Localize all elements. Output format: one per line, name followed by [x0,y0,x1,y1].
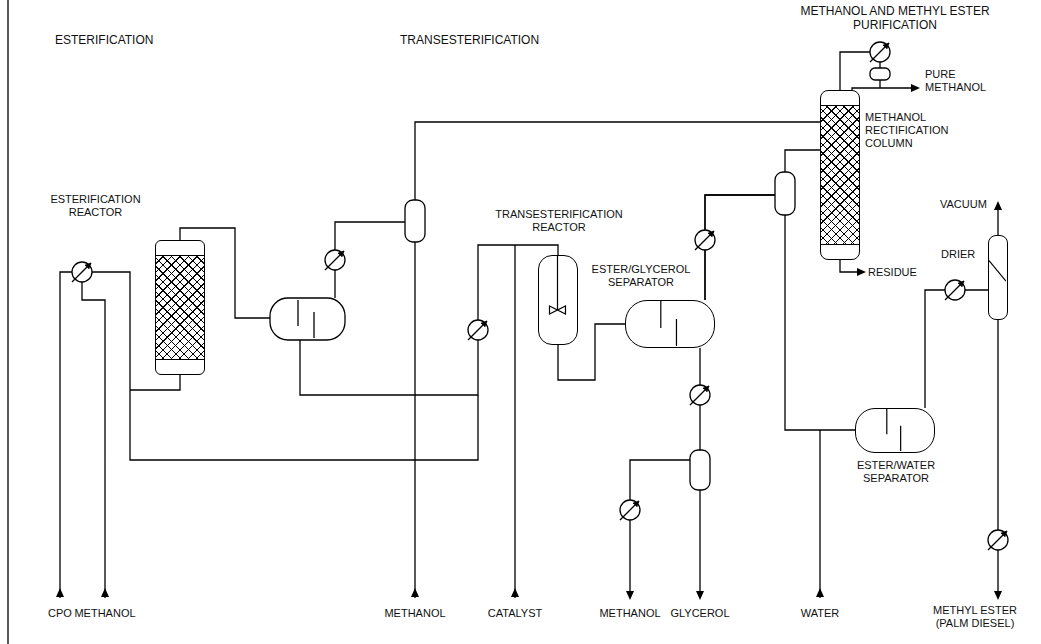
stream-label: GLYCEROL [668,607,732,620]
stirrer-blade [550,306,566,314]
flash-drum [775,172,795,215]
packing-hatch [156,255,204,360]
heat-exchanger-arrow [620,501,639,520]
stream-label: WATER [795,607,845,620]
heat-exchanger-arrow [690,386,709,405]
heat-exchanger-arrow [695,231,714,250]
esterification-reactor: ESTERIFICATION REACTOR [155,240,205,375]
process-stream [180,228,558,395]
drier-vessel: DRIER [988,235,1008,320]
flow-arrowhead [56,84,1002,600]
vessel-internals [856,409,933,451]
stream-label: CPO [40,607,80,620]
heat-exchanger-arrow [870,43,889,62]
heat-exchanger-arrow [988,531,1007,550]
heat-exchanger-arrow [325,251,344,270]
heat-exchanger-arrow [468,321,487,340]
vessel-internals [539,256,576,343]
decanter-vessel [270,298,345,340]
equipment-label: ESTERIFICATION REACTOR [38,193,153,219]
heat-exchanger [325,250,345,270]
equipment-label: ESTER/GLYCEROL SEPARATOR [586,263,696,289]
condenser [870,42,890,62]
flash-drum [690,450,710,490]
stream-label: METHANOL [73,607,137,620]
transesterification-reactor: TRANSESTERIFICATION REACTOR [538,255,578,345]
stream-label: PURE METHANOL [925,68,1000,94]
process-stream [925,290,988,408]
drier-tray [989,261,1006,282]
vessel-internals [626,301,713,346]
heat-exchanger [72,262,92,282]
separator-weir [886,409,887,434]
stream-label: RESIDUE [868,266,930,279]
heat-exchanger [690,385,710,405]
stream-label: CATALYST [483,607,547,620]
border-line [7,0,8,644]
decanter-weir [298,300,314,338]
section-heading: TRANSESTERIFICATION [400,33,570,47]
flash-drum [405,200,425,242]
reflux-drum [870,68,890,80]
cooler [620,500,640,520]
separator-weir [676,319,677,346]
section-heading: METHANOL AND METHYL ESTER PURIFICATION [785,4,1005,32]
separator-weir [900,426,901,451]
rectification-column: METHANOL RECTIFICATION COLUMN [820,90,860,260]
stirrer-shaft [557,256,558,310]
stream-label: METHYL ESTER (PALM DIESEL) [918,604,1033,630]
stream-label: METHANOL [383,607,447,620]
vessel-internals [989,236,1006,318]
heat-exchanger [695,230,715,250]
separator-weir [660,301,661,328]
equipment-label: ESTER/WATER SEPARATOR [841,459,951,485]
heat-exchanger [468,320,488,340]
process-stream [705,150,820,300]
section-heading: ESTERIFICATION [55,33,185,47]
cooler [988,530,1008,550]
packing-hatch [821,105,859,245]
heat-exchanger-arrow [72,263,91,282]
heat-exchanger [945,280,965,300]
heat-exchanger-arrow [945,281,964,300]
process-line [60,52,998,598]
stream-label: VACUUM [940,198,995,211]
separator-vessel: ESTER/WATER SEPARATOR [855,408,935,453]
equipment-label: TRANSESTERIFICATION REACTOR [484,208,634,234]
equipment-label: METHANOL RECTIFICATION COLUMN [865,111,960,150]
stream-label: METHANOL [598,607,662,620]
separator-vessel: ESTER/GLYCEROL SEPARATOR [625,300,715,348]
equipment-label: DRIER [941,248,985,261]
